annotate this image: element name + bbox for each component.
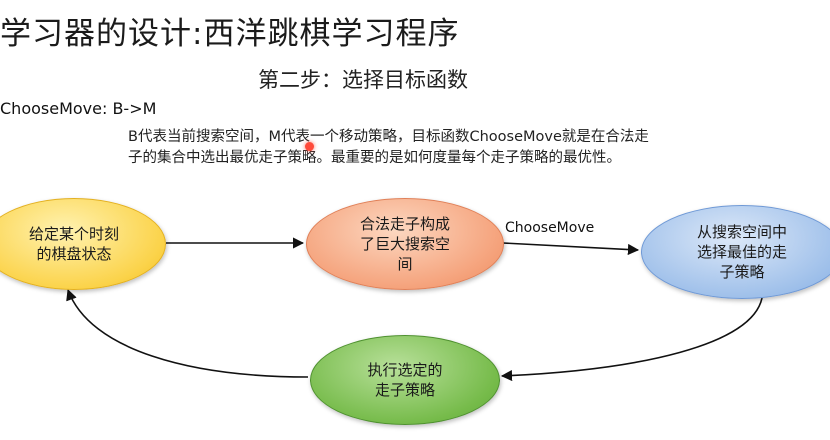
node-legal-moves: 合法走子构成 了巨大搜索空 间 [306,198,504,290]
node-legal-moves-line-2: 了巨大搜索空 [359,235,450,253]
description-line-2: 子的集合中选出最优走子策略。最重要的是如何度量每个走子策略的最优性。 [128,150,621,166]
node-execute-line-2: 走子策略 [374,381,435,399]
node-best-move-line-3: 子策略 [719,263,765,281]
node-execute-line-1: 执行选定的 [367,361,443,379]
node-best-move-line-1: 从搜索空间中 [696,223,787,241]
description-line-1: B代表当前搜索空间，M代表一个移动策略，目标函数ChooseMove就是在合法走 [128,129,649,145]
node-board-state-line-2: 的棋盘状态 [36,245,112,263]
node-legal-moves-line-3: 间 [397,255,413,273]
node-legal-moves-line-1: 合法走子构成 [359,215,450,233]
node-board-state: 给定某个时刻 的棋盘状态 [0,198,166,290]
arrow-best-to-execute [500,297,763,382]
node-board-state-line-1: 给定某个时刻 [28,225,119,243]
node-best-move: 从搜索空间中 选择最佳的走 子策略 [641,205,830,299]
node-best-move-line-2: 选择最佳的走 [696,243,787,261]
slide-subtitle: 第二步：选择目标函数 [258,68,468,92]
arrow-execute-to-board [66,288,309,378]
choosemove-formula: ChooseMove: B->M [0,99,157,118]
edge-label-choosemove: ChooseMove [505,220,595,236]
node-execute: 执行选定的 走子策略 [310,335,500,425]
description-paragraph: B代表当前搜索空间，M代表一个移动策略，目标函数ChooseMove就是在合法走… [128,127,768,169]
slide-title: 学习器的设计:西洋跳棋学习程序 [0,16,460,52]
laser-pointer-dot [305,142,314,151]
arrow-legal-to-best [502,242,640,256]
